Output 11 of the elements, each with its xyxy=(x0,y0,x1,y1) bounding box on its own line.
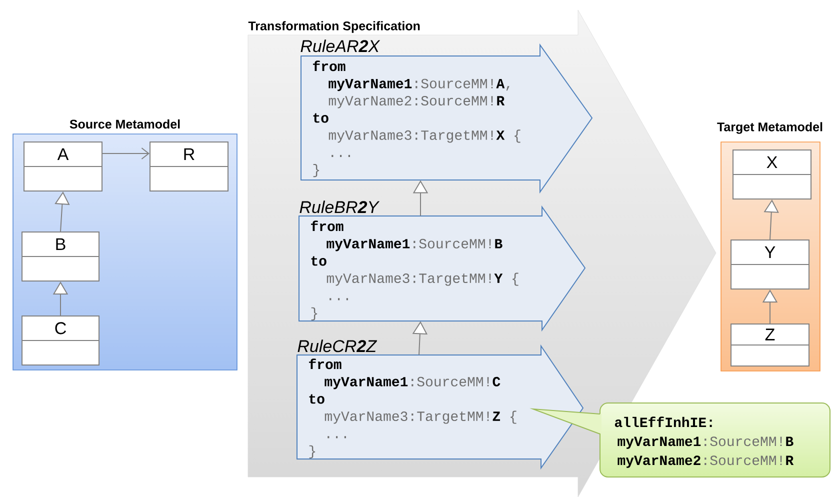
class-box: C xyxy=(22,316,100,366)
class-box: Y xyxy=(730,240,810,290)
arrow xyxy=(102,148,150,160)
class-box: Z xyxy=(730,324,810,366)
class-box: X xyxy=(732,150,812,200)
callout: allEffInhIE: myVarName1:SourceMM!B myVarName2:SourceMM!R xyxy=(530,402,830,478)
node-label: Source Metamodel xyxy=(70,119,180,129)
node-label: Target Metamodel xyxy=(717,122,822,134)
class-box: A xyxy=(24,142,102,192)
class-box: R xyxy=(150,142,228,192)
class-box: B xyxy=(22,232,100,282)
